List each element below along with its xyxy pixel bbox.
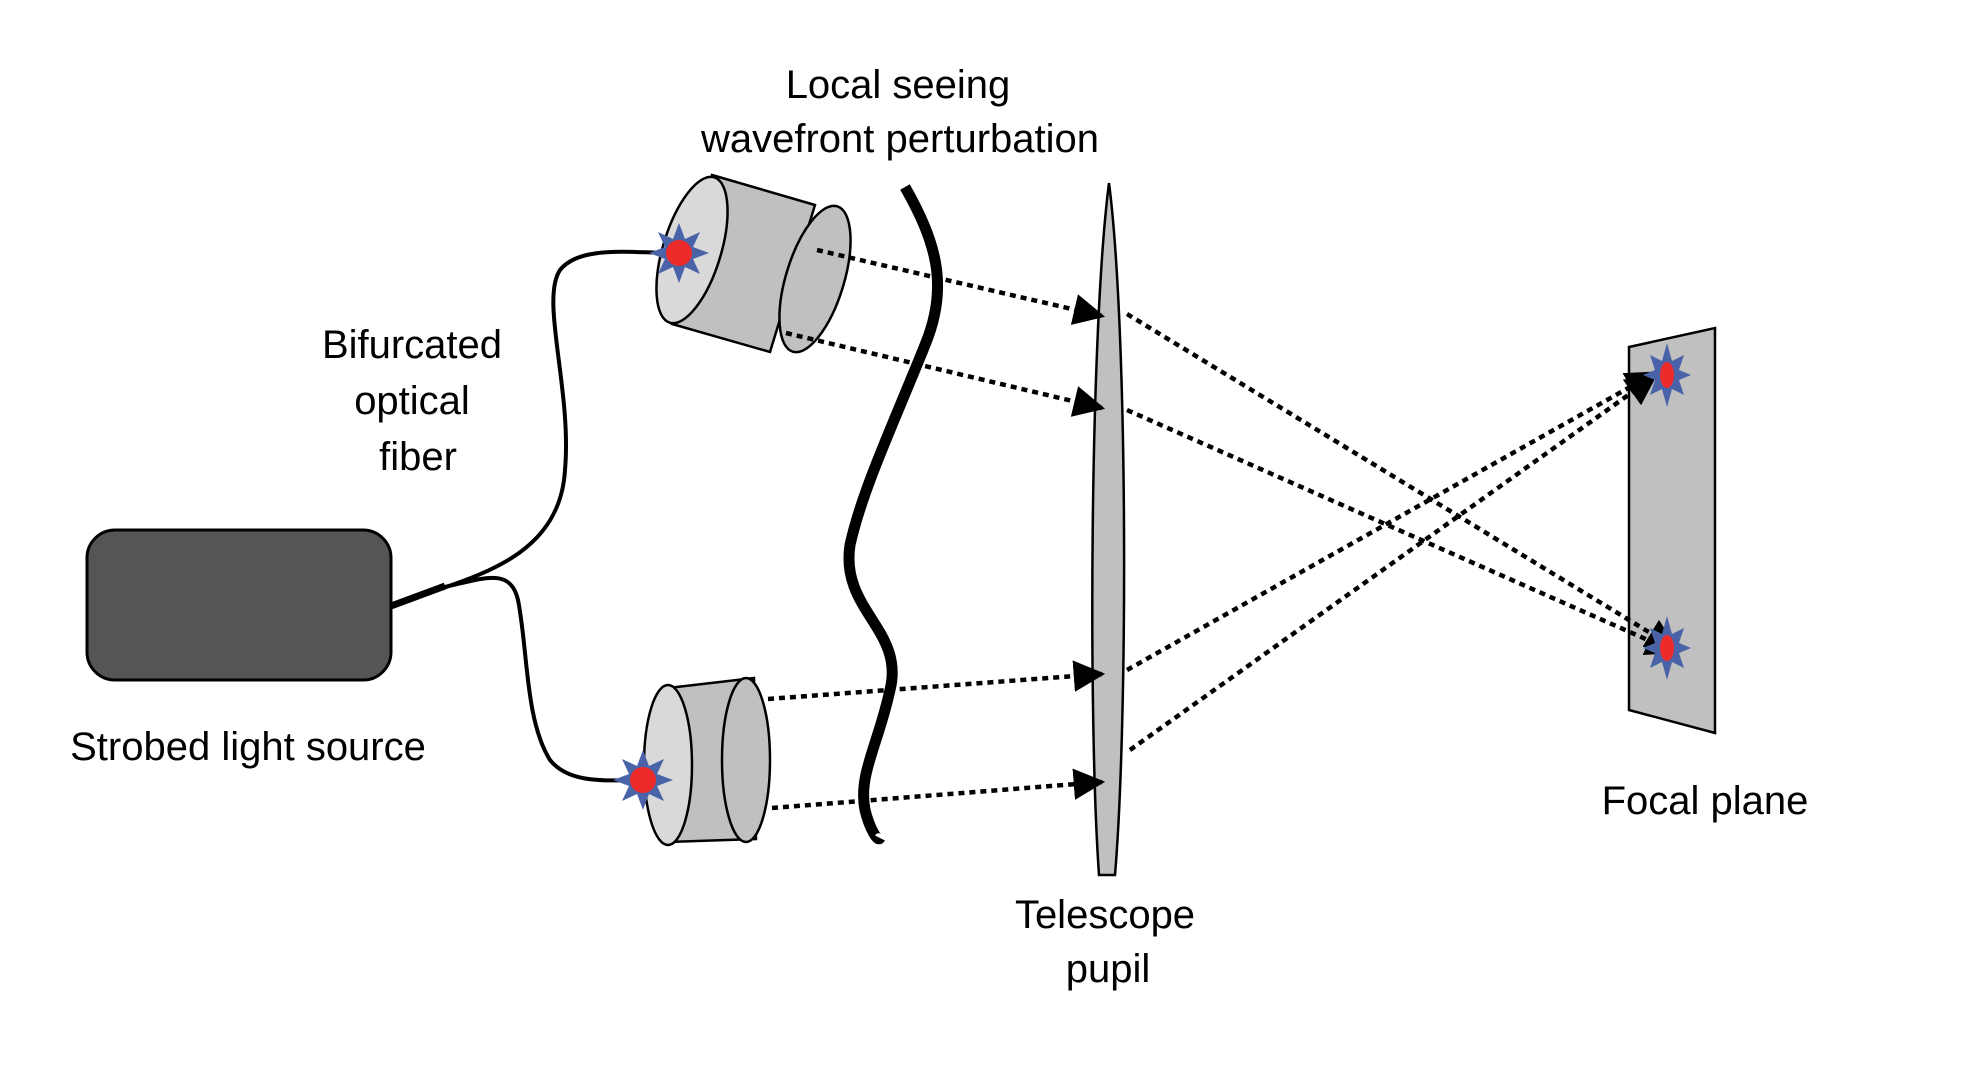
ray-3-collimated bbox=[767, 660, 1106, 702]
source-star-upper-icon bbox=[649, 223, 709, 283]
label-pupil-line2: pupil bbox=[1066, 947, 1151, 991]
label-pupil-line1: Telescope bbox=[1015, 893, 1195, 937]
focal-spot-upper-icon bbox=[1643, 343, 1691, 407]
ray-3-focused bbox=[1125, 371, 1658, 672]
label-local-seeing-line1: Local seeing bbox=[786, 63, 1011, 107]
collimator-lower bbox=[642, 676, 772, 847]
label-local-seeing-line2: wavefront perturbation bbox=[700, 117, 1099, 161]
fiber-branch-upper bbox=[419, 249, 679, 598]
ray-2-focused bbox=[1126, 407, 1678, 655]
telescope-pupil-lens bbox=[1091, 182, 1126, 877]
label-fiber-line3: fiber bbox=[379, 435, 457, 479]
fiber-branch-lower bbox=[439, 575, 641, 783]
ray-2-collimated bbox=[785, 330, 1106, 417]
label-fiber-line2: optical bbox=[354, 379, 470, 423]
source-star-lower-icon bbox=[613, 750, 673, 810]
ray-1-focused bbox=[1125, 312, 1678, 650]
ray-1-collimated bbox=[816, 247, 1106, 325]
label-fiber-line1: Bifurcated bbox=[322, 323, 502, 367]
strobed-light-source-box bbox=[85, 528, 393, 682]
ray-4-focused bbox=[1128, 374, 1658, 752]
focal-spot-lower-icon bbox=[1643, 616, 1691, 680]
ray-4-collimated bbox=[771, 768, 1106, 811]
wavefront-perturbation-curve bbox=[843, 184, 944, 845]
label-light-source: Strobed light source bbox=[70, 725, 426, 769]
label-focal-plane: Focal plane bbox=[1602, 779, 1809, 823]
